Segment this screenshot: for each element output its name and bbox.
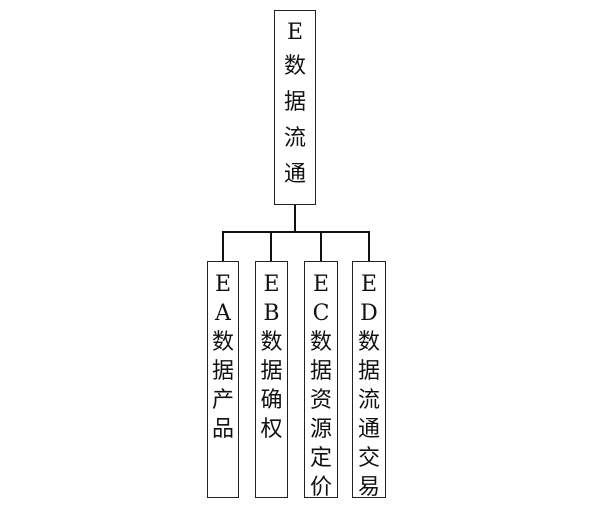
- child-char: E: [263, 272, 280, 297]
- child-b-connector: [270, 231, 272, 261]
- child-char: 价: [309, 475, 332, 500]
- child-char: 据: [357, 359, 380, 384]
- child-char: 据: [309, 359, 332, 384]
- child-char: 交: [357, 446, 380, 471]
- child-node-ec-data-resource-pricing: E C 数 据 资 源 定 价: [304, 261, 338, 500]
- child-c-connector: [320, 231, 322, 261]
- child-char: 确: [260, 388, 283, 413]
- root-char: 据: [283, 90, 306, 115]
- child-char: 数: [357, 330, 380, 355]
- root-char: E: [286, 20, 304, 45]
- horizontal-bus-connector: [222, 231, 370, 233]
- child-char: 数: [309, 330, 332, 355]
- child-char: B: [263, 301, 280, 326]
- child-char: E: [360, 272, 378, 297]
- root-char: 流: [283, 126, 306, 151]
- child-char: 权: [260, 417, 283, 442]
- root-char: 通: [283, 162, 306, 187]
- child-char: 据: [211, 359, 234, 384]
- child-char: 定: [309, 446, 332, 471]
- child-char: 通: [357, 417, 380, 442]
- child-node-ed-data-circulation-trading: E D 数 据 流 通 交 易: [352, 261, 386, 500]
- child-char: 据: [260, 359, 283, 384]
- child-char: 数: [260, 330, 283, 355]
- child-char: 易: [357, 475, 380, 500]
- child-a-connector: [222, 231, 224, 261]
- root-node-e-data-circulation: E 数 据 流 通: [274, 10, 316, 205]
- child-char: A: [215, 301, 231, 326]
- child-d-connector: [368, 231, 370, 261]
- child-char: 产: [211, 388, 234, 413]
- child-char: D: [360, 301, 378, 326]
- child-char: 数: [211, 330, 234, 355]
- child-char: 品: [211, 417, 234, 442]
- child-char: 资: [309, 388, 332, 413]
- child-char: E: [312, 272, 330, 297]
- child-char: 流: [357, 388, 380, 413]
- child-char: C: [312, 301, 330, 326]
- child-node-ea-data-products: E A 数 据 产 品: [207, 261, 239, 498]
- child-node-eb-data-rights: E B 数 据 确 权: [255, 261, 288, 498]
- root-char: 数: [283, 54, 306, 79]
- child-char: E: [214, 272, 232, 297]
- root-stem-connector: [294, 205, 296, 233]
- child-char: 源: [309, 417, 332, 442]
